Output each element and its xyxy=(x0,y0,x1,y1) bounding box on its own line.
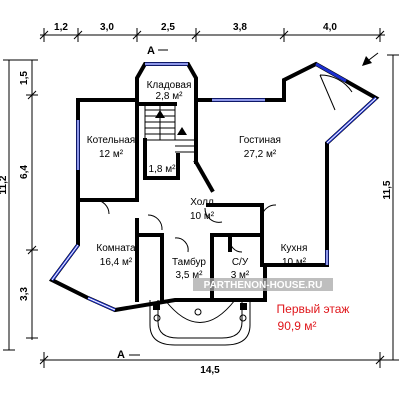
entrance-porch xyxy=(149,299,251,346)
left-dim-total: 11,2 xyxy=(0,175,9,194)
top-dim-4: 3,8 xyxy=(233,22,247,33)
bottom-dimension-chain: 14,5 xyxy=(39,352,390,376)
floor-area: 90,9 м² xyxy=(278,319,317,333)
doors xyxy=(94,74,353,253)
top-dimension-chain: 1,2 3,0 2,5 3,8 4,0 xyxy=(39,22,385,42)
room-name-hall: Холл xyxy=(190,197,214,208)
room-area-vestibule: 3,5 м² xyxy=(176,270,204,281)
room-area-hall: 10 м² xyxy=(190,211,215,222)
bottom-dim-total: 14,5 xyxy=(200,365,220,376)
floor-title: Первый этаж xyxy=(277,302,350,316)
room-area-living: 27,2 м² xyxy=(244,149,277,160)
staircase xyxy=(144,103,196,153)
room-area-niche: 1,8 м² xyxy=(149,164,177,175)
right-dim-total: 11,5 xyxy=(382,180,393,199)
section-marks: A A xyxy=(117,45,168,361)
floor-summary: Первый этаж 90,9 м² xyxy=(277,302,350,333)
room-name-kitchen: Кухня xyxy=(281,243,308,254)
left-dim-1: 1,5 xyxy=(19,71,30,85)
top-dim-1: 1,2 xyxy=(54,22,68,33)
room-name-room: Комната xyxy=(96,243,136,254)
room-name-living: Гостиная xyxy=(239,135,281,146)
top-dim-5: 4,0 xyxy=(323,22,337,33)
windows xyxy=(50,62,378,312)
watermark: PARTHENON-HOUSE.RU xyxy=(193,278,333,291)
room-area-wc: 3 м² xyxy=(231,270,250,281)
room-name-boiler: Котельная xyxy=(87,135,135,146)
section-arrow-icon xyxy=(362,52,379,66)
room-area-room: 16,4 м² xyxy=(100,257,133,268)
watermark-text: PARTHENON-HOUSE.RU xyxy=(204,280,323,291)
left-dim-3: 3,3 xyxy=(19,287,30,301)
room-name-wc: С/У xyxy=(232,257,249,268)
top-dim-2: 3,0 xyxy=(100,22,114,33)
room-area-storage: 2,8 м² xyxy=(156,91,184,102)
room-name-vestibule: Тамбур xyxy=(172,256,206,268)
left-dimension-chain: 1,5 6,4 3,3 11,2 xyxy=(0,59,38,351)
section-mark-top: A xyxy=(147,45,155,57)
section-mark-bottom: A xyxy=(117,349,125,361)
left-dim-2: 6,4 xyxy=(19,165,30,179)
room-area-kitchen: 10 м² xyxy=(282,257,307,268)
room-labels: Кладовая 2,8 м² Котельная 12 м² 1,8 м² Г… xyxy=(87,80,308,281)
right-dimension-chain: 11,5 xyxy=(382,54,399,361)
top-dim-3: 2,5 xyxy=(161,22,175,33)
room-name-storage: Кладовая xyxy=(147,80,192,91)
room-area-boiler: 12 м² xyxy=(99,149,124,160)
